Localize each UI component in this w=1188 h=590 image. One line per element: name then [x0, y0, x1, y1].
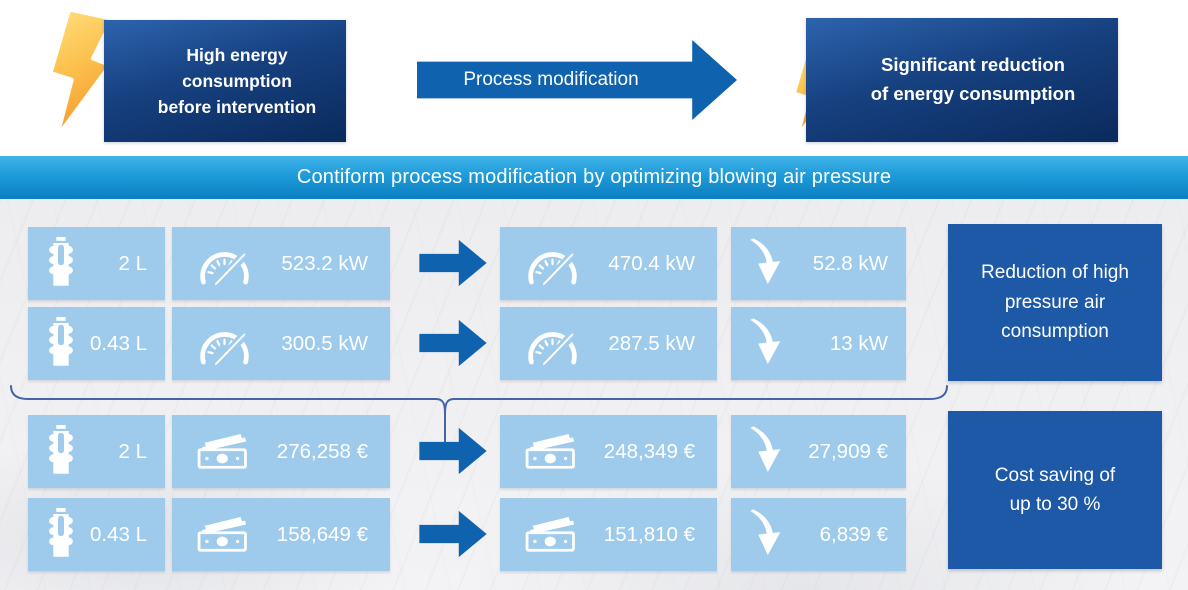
bottle-size-tile: 2 L: [28, 415, 165, 488]
energy-summary-box: Reduction of high pressure air consumpti…: [948, 224, 1162, 381]
power-before-tile: 300.5 kW: [172, 307, 390, 380]
process-modification-arrow: Process modification: [417, 40, 737, 120]
cost-before-tile: 276,258 €: [172, 415, 390, 488]
bottle-size-tile: 0.43 L: [28, 307, 165, 380]
power-after-tile: 287.5 kW: [500, 307, 717, 380]
bottle-size-value: 2 L: [118, 439, 148, 463]
power-after-value: 470.4 kW: [608, 251, 695, 275]
energy-summary-label: Reduction of high pressure air consumpti…: [981, 262, 1129, 343]
cost-before-tile: 158,649 €: [172, 498, 390, 571]
bottle-size-value: 0.43 L: [90, 331, 147, 355]
cost-after-value: 248,349 €: [603, 439, 695, 463]
bottle-size-value: 2 L: [118, 251, 148, 275]
power-after-tile: 470.4 kW: [500, 227, 717, 300]
power-before-tile: 523.2 kW: [172, 227, 390, 300]
bottle-size-tile: 0.43 L: [28, 498, 165, 571]
power-after-value: 287.5 kW: [608, 331, 695, 355]
cost-before-value: 158,649 €: [276, 522, 368, 546]
cost-after-value: 151,810 €: [603, 522, 695, 546]
header-after-box: Significant reduction of energy consumpt…: [806, 18, 1118, 142]
cost-saving-value: 6,839 €: [819, 522, 888, 546]
curved-down-arrow-icon: [747, 318, 782, 370]
pressure-gauge-icon: [196, 322, 253, 366]
pet-bottle-icon: [42, 508, 80, 561]
header-before-box: High energy consumption before intervent…: [104, 20, 346, 142]
block-arrow-right-icon: [419, 426, 487, 476]
cost-after-tile: 151,810 €: [500, 498, 717, 571]
bottle-size-value: 0.43 L: [90, 522, 147, 546]
money-banknotes-icon: [524, 514, 580, 555]
pet-bottle-icon: [42, 425, 80, 478]
block-arrow-right-icon: [419, 238, 487, 288]
cost-saving-tile: 27,909 €: [731, 415, 906, 488]
cost-saving-value: 27,909 €: [808, 439, 888, 463]
power-saving-value: 52.8 kW: [812, 251, 888, 275]
header-after-label: Significant reduction of energy consumpt…: [870, 54, 1076, 104]
pressure-gauge-icon: [196, 242, 253, 286]
bottle-size-tile: 2 L: [28, 227, 165, 300]
banner: Contiform process modification by optimi…: [0, 156, 1188, 199]
process-modification-label: Process modification: [463, 69, 639, 90]
block-arrow-right-icon: [419, 318, 487, 368]
pet-bottle-icon: [42, 317, 80, 370]
grouping-brace: [10, 385, 948, 443]
power-saving-tile: 13 kW: [731, 307, 906, 380]
pet-bottle-icon: [42, 237, 80, 290]
money-banknotes-icon: [196, 431, 252, 472]
power-before-value: 300.5 kW: [281, 331, 368, 355]
power-saving-tile: 52.8 kW: [731, 227, 906, 300]
cost-saving-tile: 6,839 €: [731, 498, 906, 571]
power-saving-value: 13 kW: [829, 331, 888, 355]
curved-down-arrow-icon: [747, 509, 782, 561]
curved-down-arrow-icon: [747, 238, 782, 290]
block-arrow-right-icon: [419, 509, 487, 559]
cost-summary-box: Cost saving of up to 30 %: [948, 411, 1162, 569]
pressure-gauge-icon: [524, 322, 581, 366]
power-before-value: 523.2 kW: [281, 251, 368, 275]
cost-before-value: 276,258 €: [276, 439, 368, 463]
money-banknotes-icon: [196, 514, 252, 555]
curved-down-arrow-icon: [747, 426, 782, 478]
pressure-gauge-icon: [524, 242, 581, 286]
cost-summary-label: Cost saving of up to 30 %: [994, 464, 1116, 515]
header-before-label: High energy consumption before intervent…: [157, 44, 317, 118]
money-banknotes-icon: [524, 431, 580, 472]
banner-title: Contiform process modification by optimi…: [296, 166, 892, 188]
cost-after-tile: 248,349 €: [500, 415, 717, 488]
